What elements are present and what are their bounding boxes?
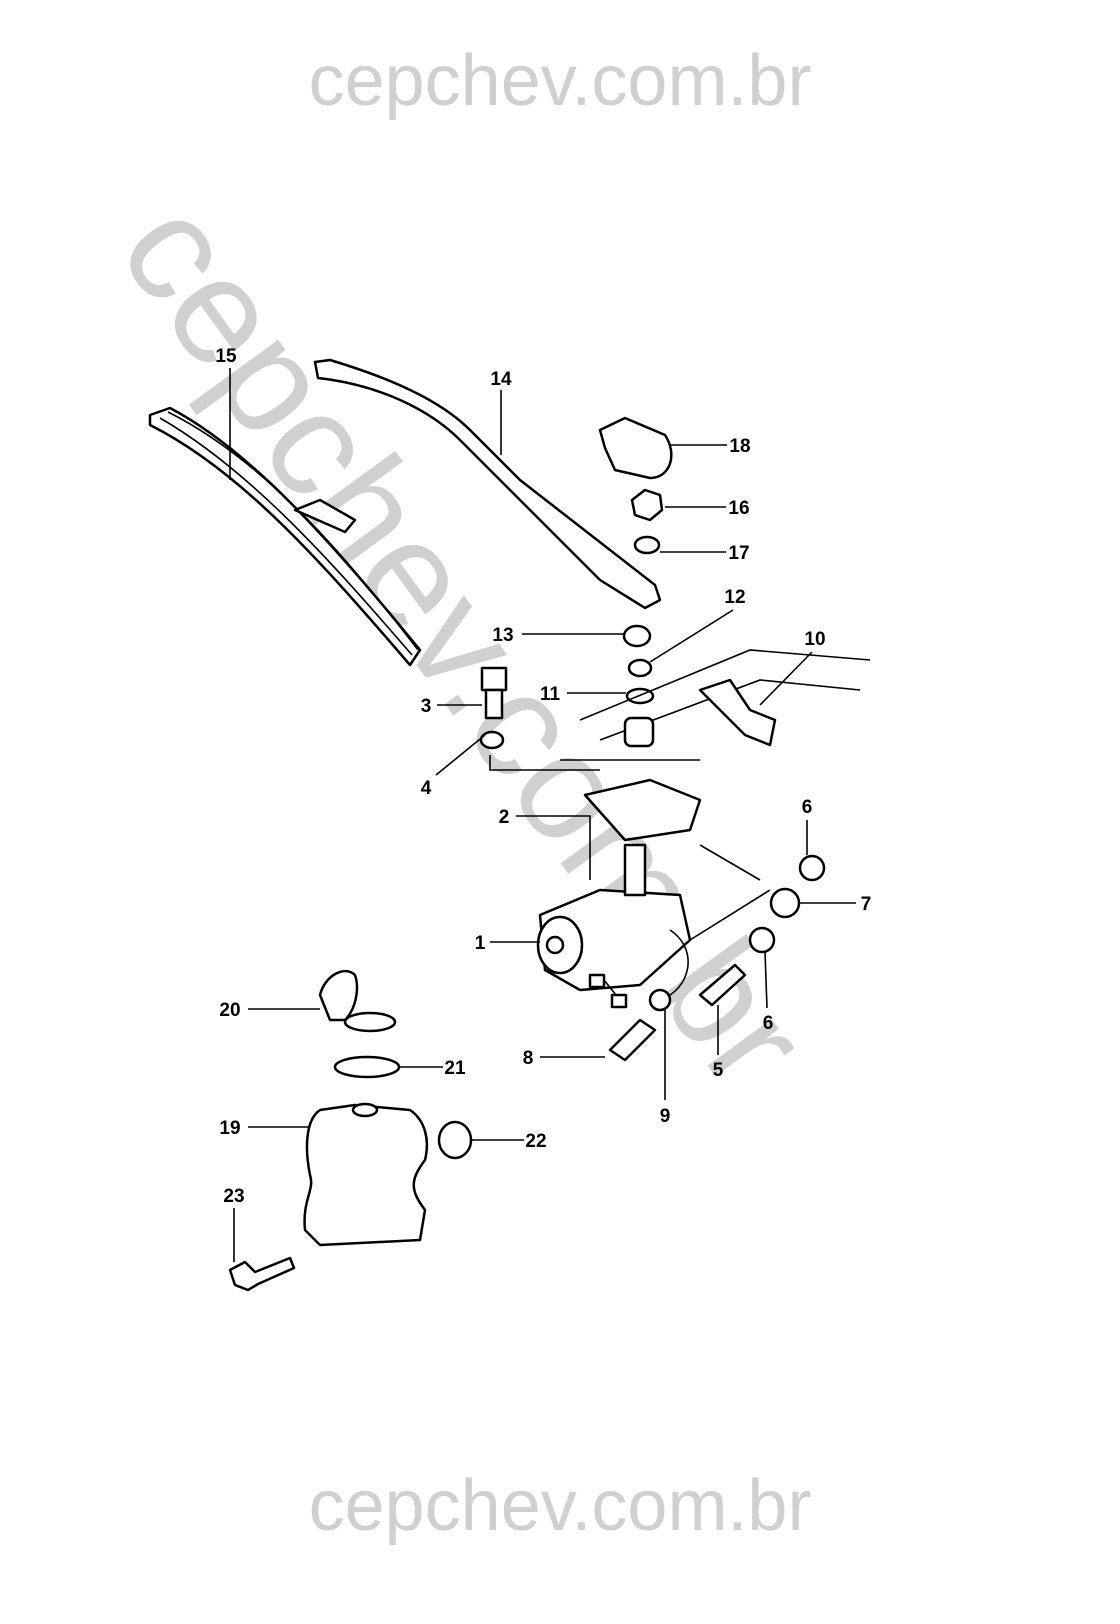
arm-cap <box>598 416 673 480</box>
callout-5: 5 <box>713 1060 724 1081</box>
cap-seal <box>343 1011 397 1033</box>
callout-13: 13 <box>492 625 513 646</box>
bracket-10 <box>698 678 777 747</box>
grommet <box>623 716 655 748</box>
watermark-top: cepchev.com.br <box>309 41 812 121</box>
wiper-arm <box>313 358 662 610</box>
callout-10: 10 <box>804 629 825 650</box>
nut-16 <box>630 488 664 522</box>
motor-bracket <box>583 778 702 842</box>
callout-16: 16 <box>728 498 749 519</box>
nut-12 <box>627 658 653 678</box>
screw-23 <box>228 1256 296 1292</box>
grommet-7 <box>769 887 801 919</box>
callout-21: 21 <box>444 1058 466 1079</box>
seal-21 <box>333 1055 401 1079</box>
callout-7: 7 <box>861 894 872 915</box>
callout-19: 19 <box>219 1118 240 1139</box>
callout-20: 20 <box>219 1000 240 1021</box>
callout-14: 14 <box>490 369 512 390</box>
washer-4 <box>479 730 505 750</box>
wiper-blade <box>148 406 422 667</box>
callout-11: 11 <box>540 684 561 705</box>
callout-6-bottom: 6 <box>763 1013 774 1034</box>
callout-1: 1 <box>475 933 486 954</box>
callout-22: 22 <box>525 1131 546 1152</box>
callout-18: 18 <box>729 436 750 457</box>
callout-4: 4 <box>421 778 432 799</box>
bolt-3 <box>480 666 508 720</box>
callout-2: 2 <box>499 807 510 828</box>
grommet-6-top <box>798 854 826 882</box>
reservoir-cap <box>318 969 359 1022</box>
bolt-5 <box>698 963 747 1007</box>
callout-12: 12 <box>724 587 745 608</box>
grommet-6-bottom <box>748 926 776 954</box>
callout-8: 8 <box>523 1048 534 1069</box>
callout-3: 3 <box>421 696 432 717</box>
grommet-22 <box>437 1120 473 1160</box>
leader-lines <box>229 368 856 1262</box>
callout-23: 23 <box>223 1186 244 1207</box>
washer-reservoir <box>303 1103 429 1247</box>
bushing-13 <box>622 624 652 648</box>
watermark-bottom: cepchev.com.br <box>309 1466 812 1546</box>
callout-17: 17 <box>728 543 749 564</box>
callout-6-top: 6 <box>802 797 813 818</box>
lock-washer-9 <box>648 988 672 1012</box>
wiper-motor <box>536 843 692 1009</box>
screw-8 <box>608 1018 657 1062</box>
callout-15: 15 <box>215 346 237 367</box>
washer-17 <box>633 535 661 555</box>
callout-9: 9 <box>660 1106 671 1127</box>
